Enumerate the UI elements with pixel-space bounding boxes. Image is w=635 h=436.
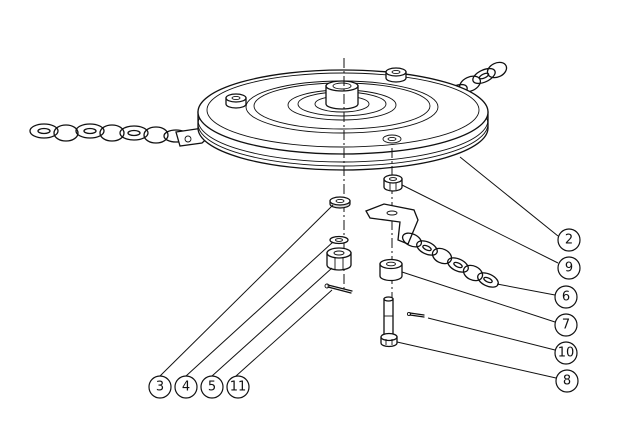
callout-label: 8: [563, 374, 571, 389]
callout-4: 4: [174, 375, 198, 399]
callout-7: 7: [554, 313, 578, 337]
leader-lines: [159, 156, 559, 379]
callout-5: 5: [200, 375, 224, 399]
part-4-flat-washer: [329, 235, 349, 245]
callout-10: 10: [554, 341, 578, 365]
part-10-pin: [406, 311, 425, 318]
blade-disc: [197, 69, 489, 171]
part-3-washer: [329, 196, 351, 209]
part-11-cotter-pin: [324, 283, 353, 294]
callout-9: 9: [557, 256, 581, 280]
part-6-chain-assembly: [365, 203, 499, 288]
callout-2: 2: [557, 228, 581, 252]
callout-6: 6: [554, 285, 578, 309]
callout-label: 10: [558, 346, 575, 361]
callout-3: 3: [148, 375, 172, 399]
callout-label: 11: [230, 380, 247, 395]
callout-label: 2: [565, 233, 573, 248]
callout-label: 4: [182, 380, 190, 395]
disc-bolt-hole: [382, 134, 402, 144]
callout-label: 6: [562, 290, 570, 305]
left-chain: [29, 123, 214, 147]
part-7-bushing: [379, 258, 403, 282]
part-8-bolt: [380, 296, 398, 348]
callout-label: 9: [565, 261, 573, 276]
callout-11: 11: [226, 375, 250, 399]
part-9-nut: [383, 174, 403, 192]
callout-label: 5: [208, 380, 216, 395]
disc-nut-top: [385, 67, 407, 83]
callout-label: 7: [562, 318, 570, 333]
disc-nut-left: [225, 93, 247, 109]
part-5-hex-nut: [326, 247, 352, 271]
callout-8: 8: [555, 369, 579, 393]
callout-label: 3: [156, 380, 164, 395]
